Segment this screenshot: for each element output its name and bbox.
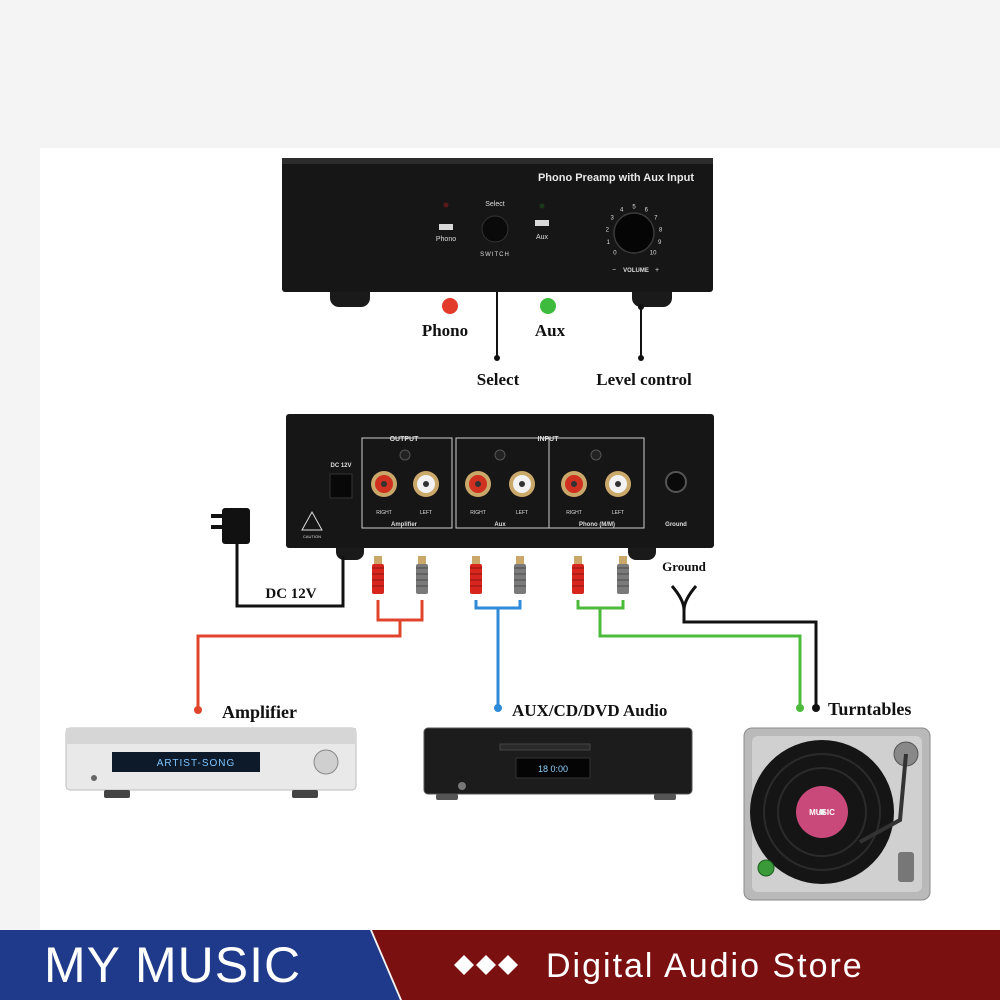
input-label: INPUT <box>538 436 560 443</box>
rca-jack-pin <box>519 481 525 487</box>
dial-mark: 9 <box>658 240 662 246</box>
channel-label: RIGHT <box>566 510 582 516</box>
rca-plugs <box>372 556 629 594</box>
dial-mark: 7 <box>654 216 658 222</box>
rear-chassis <box>286 414 714 548</box>
input-group-box <box>455 437 645 529</box>
rca-plug-tip <box>418 556 426 564</box>
rca-jack-pin <box>381 481 387 487</box>
banner-left <box>0 930 400 1000</box>
rca-plug-tip <box>574 556 582 564</box>
dial-mark: 8 <box>659 227 663 233</box>
aux-indicator-dot <box>540 298 556 314</box>
phono-indicator-dot <box>442 298 458 314</box>
switch-label: SWITCH <box>480 252 510 258</box>
volume-minus: − <box>612 267 616 274</box>
phono-button-label: Phono <box>436 236 456 243</box>
turntables-callout: Turntables <box>828 699 911 719</box>
channel-label: LEFT <box>612 510 624 516</box>
front-panel: Phono Preamp with Aux Input Phono Select… <box>282 158 713 307</box>
ground-screw <box>590 449 602 461</box>
amplifier-device: ARTIST-SONG <box>65 727 357 798</box>
cd-player-device: 18 0:00 <box>423 727 693 800</box>
volume-dial-marks: 01 234 5 678 910 <box>606 205 663 257</box>
dc-callout: DC 12V <box>265 586 316 602</box>
front-title: Phono Preamp with Aux Input <box>538 172 694 184</box>
rear-ground-label: Ground <box>665 522 687 528</box>
connection-diagram: Phono Preamp with Aux Input Phono Select… <box>65 158 931 901</box>
rca-jack-pin <box>615 481 621 487</box>
phono-button[interactable] <box>439 224 453 230</box>
phono-callout: Phono <box>422 321 468 340</box>
output-group-box <box>361 437 453 529</box>
channel-label: RIGHT <box>470 510 486 516</box>
volume-plus: + <box>655 267 659 274</box>
dial-mark: 3 <box>611 216 615 222</box>
aux-button[interactable] <box>535 220 549 226</box>
amplifier-callout: Amplifier <box>222 702 297 722</box>
amplifier-display <box>112 752 260 772</box>
select-callout: Select <box>477 370 520 389</box>
aux-cable <box>474 600 522 708</box>
store-logo-icon <box>454 955 518 975</box>
rca-plug-tip <box>516 556 524 564</box>
rca-jack-pin <box>423 481 429 487</box>
aux-callout: Aux <box>535 321 566 340</box>
rca-jack-pin <box>571 481 577 487</box>
amplifier-group-label: Amplifier <box>391 522 418 528</box>
rca-jacks: RIGHT LEFT RIGHT LEFT RIGHT LEFT <box>371 449 631 516</box>
aux-group-label: Aux <box>494 522 506 528</box>
rca-plug-tip <box>374 556 382 564</box>
dial-mark: 0 <box>613 251 617 257</box>
phono-cable <box>576 600 802 708</box>
brand-name: MY MUSIC <box>44 937 302 993</box>
ground-cable <box>670 585 818 708</box>
store-banner: MY MUSIC Digital Audio Store <box>0 930 1000 1000</box>
dial-mark: 2 <box>606 227 610 233</box>
level-control-callout: Level control <box>596 370 692 389</box>
dc-input-label: DC 12V <box>330 463 351 469</box>
amplifier-volume-knob[interactable] <box>313 749 339 775</box>
turntable-device: MUSIC <box>743 727 931 901</box>
aux-cd-dvd-callout: AUX/CD/DVD Audio <box>512 701 667 720</box>
dc-cable <box>235 544 345 608</box>
select-knob[interactable] <box>481 215 509 243</box>
ground-callout: Ground <box>662 559 707 574</box>
channel-label: RIGHT <box>376 510 392 516</box>
dial-mark: 10 <box>650 251 657 257</box>
cd-display <box>515 757 591 779</box>
tonearm <box>859 753 908 844</box>
dial-mark: 5 <box>632 205 636 211</box>
caution-label: CAUTION <box>303 534 321 539</box>
amplifier-cable <box>196 600 424 710</box>
rca-plug-tip <box>472 556 480 564</box>
rca-plug-tip <box>619 556 627 564</box>
ground-screw <box>399 449 411 461</box>
output-label: OUTPUT <box>390 436 420 443</box>
cd-display-text: 18 0:00 <box>538 764 568 774</box>
select-label: Select <box>485 201 505 208</box>
volume-knob[interactable] <box>613 212 655 254</box>
dial-mark: 6 <box>645 207 649 213</box>
dc-jack <box>329 473 353 499</box>
channel-label: LEFT <box>516 510 528 516</box>
amplifier-display-text: ARTIST-SONG <box>157 758 236 769</box>
dial-mark: 4 <box>620 207 624 213</box>
phono-group-label: Phono (M/M) <box>579 522 615 528</box>
volume-label: VOLUME <box>623 268 649 274</box>
phono-led <box>443 202 449 208</box>
power-adapter[interactable] <box>222 508 250 544</box>
store-name: Digital Audio Store <box>546 947 864 985</box>
rca-jack-pin <box>475 481 481 487</box>
aux-button-label: Aux <box>536 234 549 241</box>
channel-label: LEFT <box>420 510 432 516</box>
aux-led <box>539 203 545 209</box>
dial-mark: 1 <box>607 240 611 246</box>
ground-screw <box>494 449 506 461</box>
ground-terminal[interactable] <box>665 471 687 493</box>
